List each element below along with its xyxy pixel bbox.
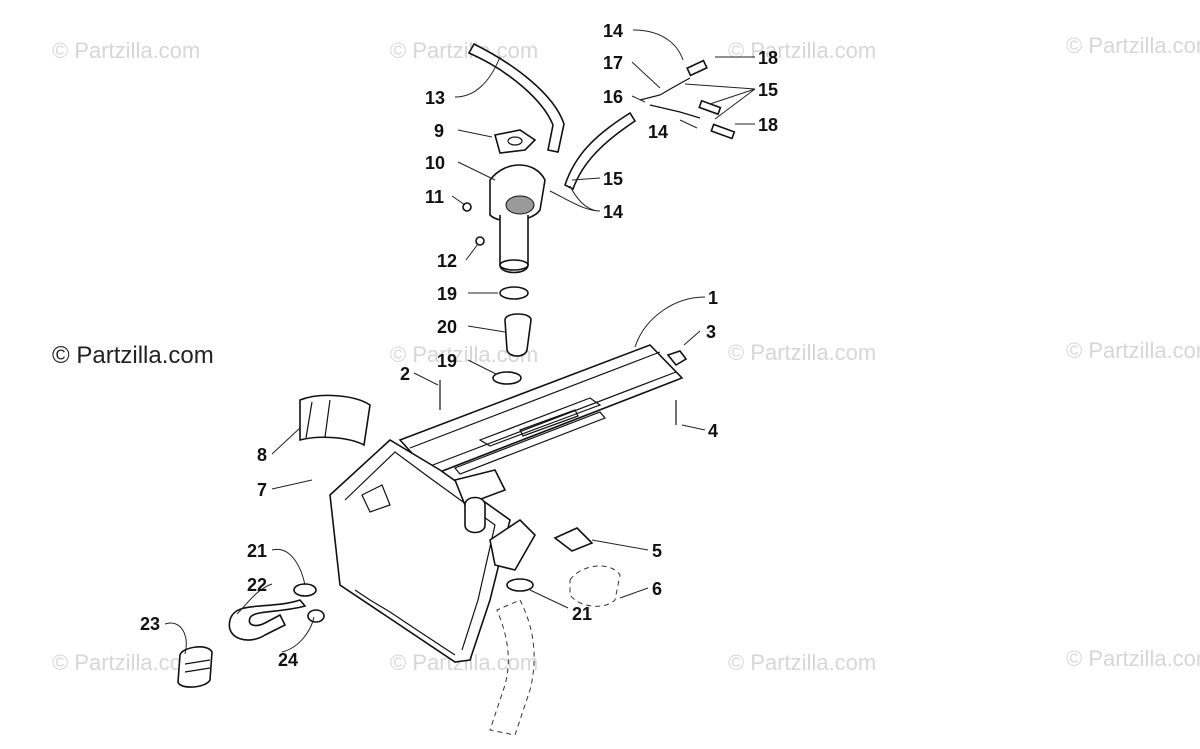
screw-icon [475, 236, 485, 246]
small-clamp [307, 609, 325, 623]
callout-14: 14 [603, 21, 623, 41]
watermark-text: © Partzilla.com [1066, 646, 1200, 671]
callout-19: 19 [437, 284, 457, 304]
callout-8: 8 [257, 445, 267, 465]
callout-22: 22 [247, 575, 267, 595]
watermark-text: © Partzilla.com [728, 38, 877, 63]
callout-11: 11 [425, 187, 444, 207]
cap-gasket [493, 129, 537, 154]
watermark-text: © Partzilla.com [1066, 338, 1200, 363]
callout-9: 9 [434, 121, 444, 141]
callout-2: 2 [400, 364, 410, 384]
leader-lines [164, 29, 756, 655]
watermark-text: © Partzilla.com [728, 650, 877, 675]
hose-clamp-left [293, 583, 317, 597]
elbow-hose [228, 599, 307, 641]
hose-clamp-upper [499, 286, 529, 300]
mount-plate-outline [569, 565, 621, 607]
callout-6: 6 [652, 579, 662, 599]
callout-16: 16 [603, 87, 623, 107]
partzilla-watermark: © Partzilla.com [52, 342, 214, 369]
callout-4: 4 [708, 421, 718, 441]
callout-15-lower: 15 [603, 169, 623, 189]
callout-14-lower: 14 [603, 202, 623, 222]
callout-23: 23 [140, 614, 160, 634]
callout-14-mid: 14 [648, 122, 668, 142]
callout-17: 17 [603, 53, 623, 73]
callout-1: 1 [708, 288, 718, 308]
callout-7: 7 [257, 480, 267, 500]
callout-21-right: 21 [572, 604, 592, 624]
hose-clamp-lower [492, 371, 522, 385]
callout-20: 20 [437, 317, 457, 337]
hose-fittings [639, 59, 736, 140]
rubber-coupler [177, 646, 213, 688]
callout-13: 13 [425, 88, 445, 108]
callout-10: 10 [425, 153, 445, 173]
watermark-text: © Partzilla.com [390, 38, 539, 63]
callout-15: 15 [758, 80, 778, 100]
callout-5: 5 [652, 541, 662, 561]
callout-18: 18 [758, 48, 778, 68]
watermark-text: © Partzilla.com [1066, 33, 1200, 58]
callout-3: 3 [706, 322, 716, 342]
hose-clamp-right [506, 578, 534, 592]
callout-12: 12 [437, 251, 457, 271]
watermark-text: © Partzilla.com [728, 340, 877, 365]
coolant-hose [504, 313, 532, 357]
tank-body [329, 439, 536, 663]
callout-19-lower: 19 [437, 351, 457, 371]
outlet-hose-outline [489, 599, 535, 736]
overflow-hose [467, 42, 565, 153]
watermark-text: © Partzilla.com [52, 38, 201, 63]
mount-bracket [553, 527, 594, 552]
watermark-text: © Partzilla.com [52, 650, 201, 675]
callout-18-lower: 18 [758, 115, 778, 135]
filler-neck [489, 164, 546, 274]
vent-hose [564, 111, 637, 191]
insulation-pad [299, 394, 371, 447]
callout-24: 24 [278, 650, 298, 670]
callout-21: 21 [247, 541, 267, 561]
rubber-grommet [666, 350, 688, 367]
